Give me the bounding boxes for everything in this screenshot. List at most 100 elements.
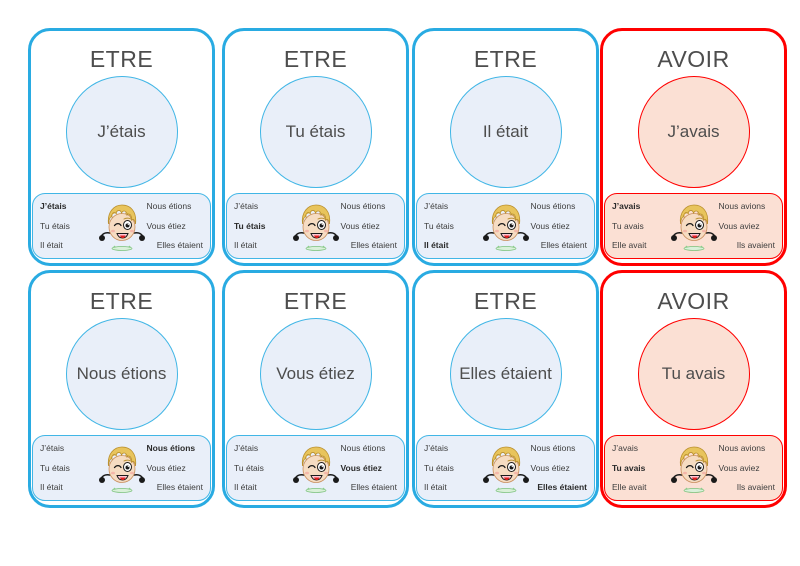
winking-boy-mascot xyxy=(292,204,339,251)
card-verb-title: AVOIR xyxy=(657,288,730,314)
winking-boy-mascot xyxy=(98,446,145,493)
conjugation-cell-left-2: Tu étais xyxy=(40,462,70,473)
prompt-text: J’étais xyxy=(97,122,146,142)
verb-flashcard-card-3[interactable]: ETRE Il était J’étais Nous étions Tu étais… xyxy=(412,28,599,266)
winking-boy-mascot xyxy=(292,446,339,493)
conjugation-cell-left-3: Il était xyxy=(424,240,449,251)
winking-boy-mascot xyxy=(482,204,529,251)
conjugation-cell-right-3: Elles étaient xyxy=(350,482,397,493)
card-verb-title: AVOIR xyxy=(657,46,730,72)
conjugation-cell-right-3: Elles étaient xyxy=(350,240,397,251)
prompt-circle: Nous étions xyxy=(65,318,178,430)
prompt-text: Il était xyxy=(482,122,529,142)
prompt-text: Elles étaient xyxy=(459,364,552,384)
conjugation-cell-right-1: Nous étions xyxy=(340,443,386,454)
conjugation-cell-right-3: Elles étaient xyxy=(156,482,203,493)
conjugation-cell-right-3: Elles étaient xyxy=(156,240,203,251)
conjugation-cell-left-1: J’étais xyxy=(234,443,259,454)
conjugation-panel: J’étais Nous étions Tu étais Vous étiez Il é… xyxy=(32,435,211,501)
conjugation-cell-left-1: J’étais xyxy=(40,201,67,212)
prompt-circle-wrap: Elles étaient xyxy=(415,313,596,435)
winking-boy-mascot xyxy=(98,204,145,251)
conjugation-cell-right-3: Ils avaient xyxy=(736,240,775,251)
conjugation-cell-right-3: Elles étaient xyxy=(540,240,587,251)
conjugation-cell-left-2: Tu étais xyxy=(234,220,266,231)
conjugation-cell-right-2: Vous étiez xyxy=(146,462,186,473)
conjugation-cell-left-3: Elle avait xyxy=(612,240,647,251)
conjugation-cell-left-3: Il était xyxy=(234,240,257,251)
conjugation-cell-left-2: Tu étais xyxy=(424,462,454,473)
verb-flashcard-card-6[interactable]: ETRE Vous étiez J’étais Nous étions Tu éta… xyxy=(222,270,409,508)
prompt-circle-wrap: Tu avais xyxy=(603,313,784,435)
prompt-circle-wrap: Vous étiez xyxy=(225,313,406,435)
conjugation-cell-left-2: Tu étais xyxy=(40,220,70,231)
prompt-text: Tu avais xyxy=(661,364,726,384)
conjugation-cell-right-2: Vous étiez xyxy=(340,220,380,231)
conjugation-cell-right-1: Nous étions xyxy=(340,201,386,212)
conjugation-cell-left-2: Tu étais xyxy=(424,220,454,231)
prompt-circle-wrap: Il était xyxy=(415,71,596,193)
conjugation-cell-left-2: Tu avais xyxy=(612,220,644,231)
conjugation-cell-right-3: Elles étaient xyxy=(537,482,587,493)
conjugation-cell-right-2: Vous étiez xyxy=(340,462,382,473)
conjugation-cell-right-1: Nous avions xyxy=(718,201,766,212)
card-verb-title: ETRE xyxy=(283,288,348,314)
prompt-text: Vous étiez xyxy=(276,364,355,384)
conjugation-cell-right-1: Nous étions xyxy=(146,443,196,454)
prompt-circle: Tu avais xyxy=(637,318,750,430)
prompt-circle: Il était xyxy=(449,76,562,188)
conjugation-cell-right-1: Nous étions xyxy=(530,201,576,212)
conjugation-panel: J’étais Nous étions Tu étais Vous étiez Il é… xyxy=(226,193,405,259)
card-verb-title: ETRE xyxy=(89,46,154,72)
conjugation-cell-left-1: J’avais xyxy=(612,443,638,454)
prompt-circle-wrap: J’étais xyxy=(31,71,212,193)
winking-boy-mascot xyxy=(670,446,717,493)
conjugation-cell-left-2: Tu avais xyxy=(612,462,646,473)
conjugation-cell-right-3: Ils avaient xyxy=(736,482,775,493)
conjugation-cell-left-1: J’étais xyxy=(424,201,449,212)
card-verb-title: ETRE xyxy=(283,46,348,72)
conjugation-cell-right-2: Vous étiez xyxy=(530,220,570,231)
prompt-circle: Tu étais xyxy=(259,76,372,188)
conjugation-panel: J’étais Nous étions Tu étais Vous étiez Il é… xyxy=(416,193,595,259)
winking-boy-mascot xyxy=(670,204,717,251)
conjugation-cell-right-2: Vous étiez xyxy=(146,220,186,231)
conjugation-cell-left-1: J’étais xyxy=(40,443,65,454)
conjugation-cell-left-3: Il était xyxy=(424,482,447,493)
prompt-circle-wrap: Nous étions xyxy=(31,313,212,435)
prompt-circle-wrap: J’avais xyxy=(603,71,784,193)
conjugation-cell-left-3: Il était xyxy=(40,482,63,493)
conjugation-cell-left-1: J’étais xyxy=(234,201,259,212)
prompt-text: Tu étais xyxy=(285,122,346,142)
card-verb-title: ETRE xyxy=(473,288,538,314)
prompt-circle: Vous étiez xyxy=(259,318,372,430)
conjugation-cell-right-2: Vous étiez xyxy=(530,462,570,473)
prompt-circle: J’avais xyxy=(637,76,750,188)
verb-flashcard-card-5[interactable]: ETRE Nous étions J’étais Nous étions Tu ét… xyxy=(28,270,215,508)
verb-flashcard-card-8[interactable]: AVOIR Tu avais J’avais Nous avions Tu avai… xyxy=(600,270,787,508)
card-verb-title: ETRE xyxy=(89,288,154,314)
prompt-circle-wrap: Tu étais xyxy=(225,71,406,193)
winking-boy-mascot xyxy=(482,446,529,493)
conjugation-cell-right-1: Nous avions xyxy=(718,443,766,454)
card-verb-title: ETRE xyxy=(473,46,538,72)
conjugation-cell-left-2: Tu étais xyxy=(234,462,264,473)
prompt-text: J’avais xyxy=(667,122,720,142)
conjugation-cell-right-1: Nous étions xyxy=(530,443,576,454)
conjugation-cell-left-3: Il était xyxy=(234,482,257,493)
prompt-circle: J’étais xyxy=(65,76,178,188)
conjugation-cell-right-2: Vous aviez xyxy=(718,462,760,473)
conjugation-cell-right-2: Vous aviez xyxy=(718,220,760,231)
conjugation-cell-left-3: Il était xyxy=(40,240,63,251)
verb-flashcard-card-2[interactable]: ETRE Tu étais J’étais Nous étions Tu étais… xyxy=(222,28,409,266)
conjugation-cell-left-1: J’avais xyxy=(612,201,641,212)
prompt-circle: Elles étaient xyxy=(449,318,562,430)
